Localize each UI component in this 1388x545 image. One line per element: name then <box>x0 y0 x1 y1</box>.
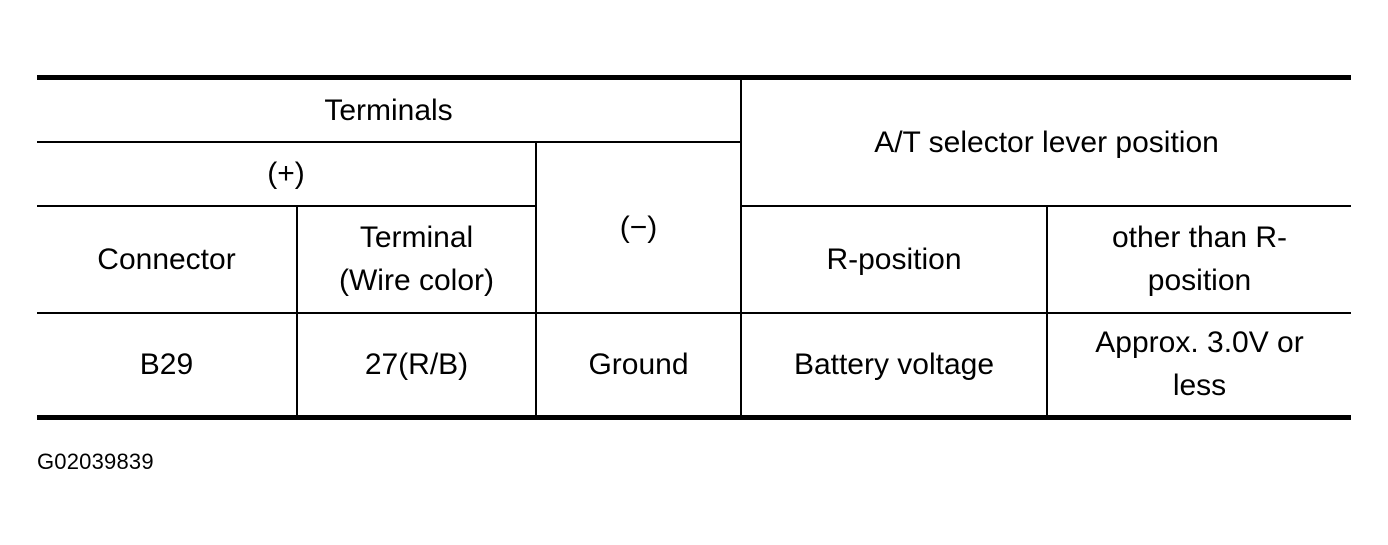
header-connector: Connector <box>37 204 298 314</box>
header-terminal-line1: Terminal <box>359 221 474 254</box>
header-terminal-line2: (Wire color) <box>339 264 494 297</box>
header-r-position: R-position <box>740 204 1048 314</box>
header-negative: (−) <box>535 140 741 314</box>
header-row-polarity: (+) (−) <box>37 140 1351 314</box>
cell-r-position: Battery voltage <box>740 311 1048 418</box>
header-other-than-r: other than R- position <box>1045 204 1352 314</box>
header-other-line1: other than R- <box>1111 221 1288 254</box>
header-terminal-wire-color: Terminal (Wire color) <box>296 204 537 314</box>
header-positive: (+) <box>37 140 537 207</box>
cell-other-than-r: Approx. 3.0V or less <box>1045 311 1352 418</box>
header-other-line2: position <box>1147 264 1252 297</box>
terminal-spec-table: Terminals A/T selector lever position (+… <box>37 75 1352 420</box>
cell-connector: B29 <box>37 311 298 418</box>
cell-terminal: 27(R/B) <box>296 311 537 418</box>
header-row-details: Connector Terminal (Wire color) R-positi… <box>37 204 1352 314</box>
cell-other-line2: less <box>1172 369 1227 403</box>
header-selector-position: A/T selector lever position <box>739 77 1352 207</box>
table-row: B29 27(R/B) Ground Battery voltage Appro… <box>37 311 1352 418</box>
header-row-terminals: Terminals A/T selector lever position <box>37 77 1352 207</box>
cell-negative: Ground <box>535 311 742 418</box>
figure-id: G02039839 <box>37 449 154 474</box>
header-terminals: Terminals <box>37 77 742 143</box>
cell-other-line1: Approx. 3.0V or <box>1095 326 1304 360</box>
